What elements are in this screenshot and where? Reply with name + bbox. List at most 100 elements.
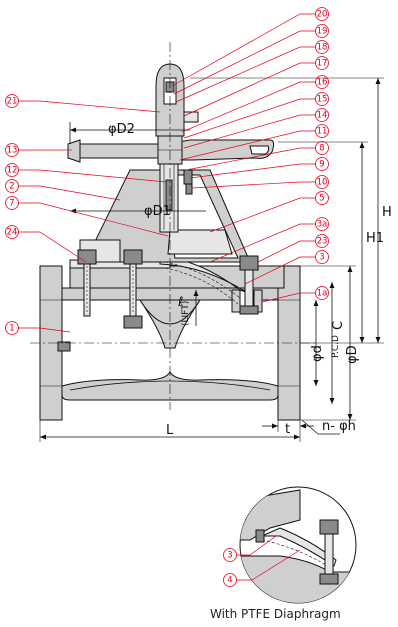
callout-circle xyxy=(315,40,329,54)
dim-lift-l: ℓ xyxy=(177,295,183,310)
callout-circle xyxy=(315,141,329,155)
dim-h1: H1 xyxy=(366,231,384,246)
leader-lines xyxy=(18,13,316,333)
body-stub xyxy=(57,341,71,352)
callout-label: 20 xyxy=(317,10,328,20)
callout-c14: 14 xyxy=(315,108,329,122)
dim-c: C xyxy=(331,321,346,330)
callout-circle xyxy=(5,196,19,210)
callout-c20: 20 xyxy=(315,7,329,21)
bolt-shank-right xyxy=(244,269,254,307)
callout-c9: 9 xyxy=(315,157,329,171)
callout-circle xyxy=(5,94,19,108)
callout-label: 18 xyxy=(317,43,328,53)
callout-circle xyxy=(315,108,329,122)
dim-lift: (LIFT) xyxy=(181,301,191,326)
dim-n-phi-h: n- φh xyxy=(322,419,356,434)
callout-label: 5 xyxy=(319,194,324,204)
ptfe-caption: With PTFE Diaphragm xyxy=(210,607,341,621)
callout-label: 16 xyxy=(317,78,328,88)
nut-10 xyxy=(185,183,193,195)
dim-l: L xyxy=(166,423,174,438)
callout-c17: 17 xyxy=(315,56,329,70)
callout-circle xyxy=(5,179,19,193)
bearing-9 xyxy=(183,169,193,185)
callout-c21: 21 xyxy=(5,94,19,108)
callout-circle xyxy=(5,225,19,239)
callout-c16: 16 xyxy=(315,75,329,89)
callout-circle xyxy=(223,548,237,562)
callout-circle xyxy=(315,24,329,38)
dim-phi-d2: φD2 xyxy=(108,122,135,137)
callout-label: 3 xyxy=(319,253,324,263)
callout-circle xyxy=(315,56,329,70)
handwheel-rim-left xyxy=(69,143,159,159)
callout-label: 1a xyxy=(317,289,328,299)
callout-circle xyxy=(315,234,329,248)
callout-c2: 2 xyxy=(5,179,19,193)
callout-circle xyxy=(315,250,329,264)
callout-d3: 3 xyxy=(223,548,237,562)
callout-c5: 5 xyxy=(315,191,329,205)
callout-circle xyxy=(315,286,329,300)
dim-phi-D: φD xyxy=(345,345,360,364)
callout-circle xyxy=(315,75,329,89)
callout-circle xyxy=(315,157,329,171)
callout-circle xyxy=(5,321,19,335)
callout-circle xyxy=(223,573,237,587)
callout-circle xyxy=(315,217,329,231)
callout-label: 13 xyxy=(7,146,18,156)
callout-label: 7 xyxy=(9,199,14,209)
callout-c11: 11 xyxy=(315,124,329,138)
callout-c15: 15 xyxy=(315,92,329,106)
callout-circle xyxy=(315,92,329,106)
callout-label: 10 xyxy=(317,178,328,188)
callout-label: 2 xyxy=(9,182,14,192)
bolt-nut-right-top xyxy=(239,255,259,271)
dim-h: H xyxy=(382,205,392,220)
callout-label: 3a xyxy=(317,220,328,230)
callout-c1a: 1a xyxy=(315,286,329,300)
callout-label: 21 xyxy=(7,97,18,107)
callout-c12: 12 xyxy=(5,163,19,177)
callout-circle xyxy=(315,7,329,21)
belly-line xyxy=(69,380,271,391)
compressor xyxy=(167,229,233,255)
dimension-lines xyxy=(39,77,384,442)
callout-label: 4 xyxy=(227,576,232,586)
callout-label: 11 xyxy=(317,127,328,137)
callout-label: 23 xyxy=(317,237,328,247)
callout-group: 2019181716151411891053a2331a211312272413… xyxy=(5,7,329,587)
callout-c3: 3 xyxy=(315,250,329,264)
callout-label: 15 xyxy=(317,95,328,105)
callout-circle xyxy=(315,124,329,138)
callout-c7: 7 xyxy=(5,196,19,210)
callout-circle xyxy=(315,175,329,189)
waterway xyxy=(61,299,279,387)
callout-label: 1 xyxy=(9,324,14,334)
callout-c3a: 3a xyxy=(315,217,329,231)
callout-c23: 23 xyxy=(315,234,329,248)
dim-pcd: P.C.D xyxy=(331,335,341,358)
callout-c1: 1 xyxy=(5,321,19,335)
callout-label: 9 xyxy=(319,160,324,170)
callout-label: 24 xyxy=(7,228,18,238)
callout-circle xyxy=(5,143,19,157)
detail-nut-top xyxy=(319,519,339,535)
handwheel xyxy=(67,135,275,165)
callout-c18: 18 xyxy=(315,40,329,54)
dim-phi-d-small: φd xyxy=(310,345,325,362)
callout-c24: 24 xyxy=(5,225,19,239)
callout-c8: 8 xyxy=(315,141,329,155)
bolts xyxy=(77,249,259,329)
callout-label: 12 xyxy=(7,166,18,176)
callout-c10: 10 xyxy=(315,175,329,189)
callout-c13: 13 xyxy=(5,143,19,157)
stem-thread xyxy=(165,179,173,211)
callout-label: 17 xyxy=(317,59,328,69)
dim-t: t xyxy=(285,422,290,437)
callout-label: 19 xyxy=(317,27,328,37)
callout-c19: 19 xyxy=(315,24,329,38)
